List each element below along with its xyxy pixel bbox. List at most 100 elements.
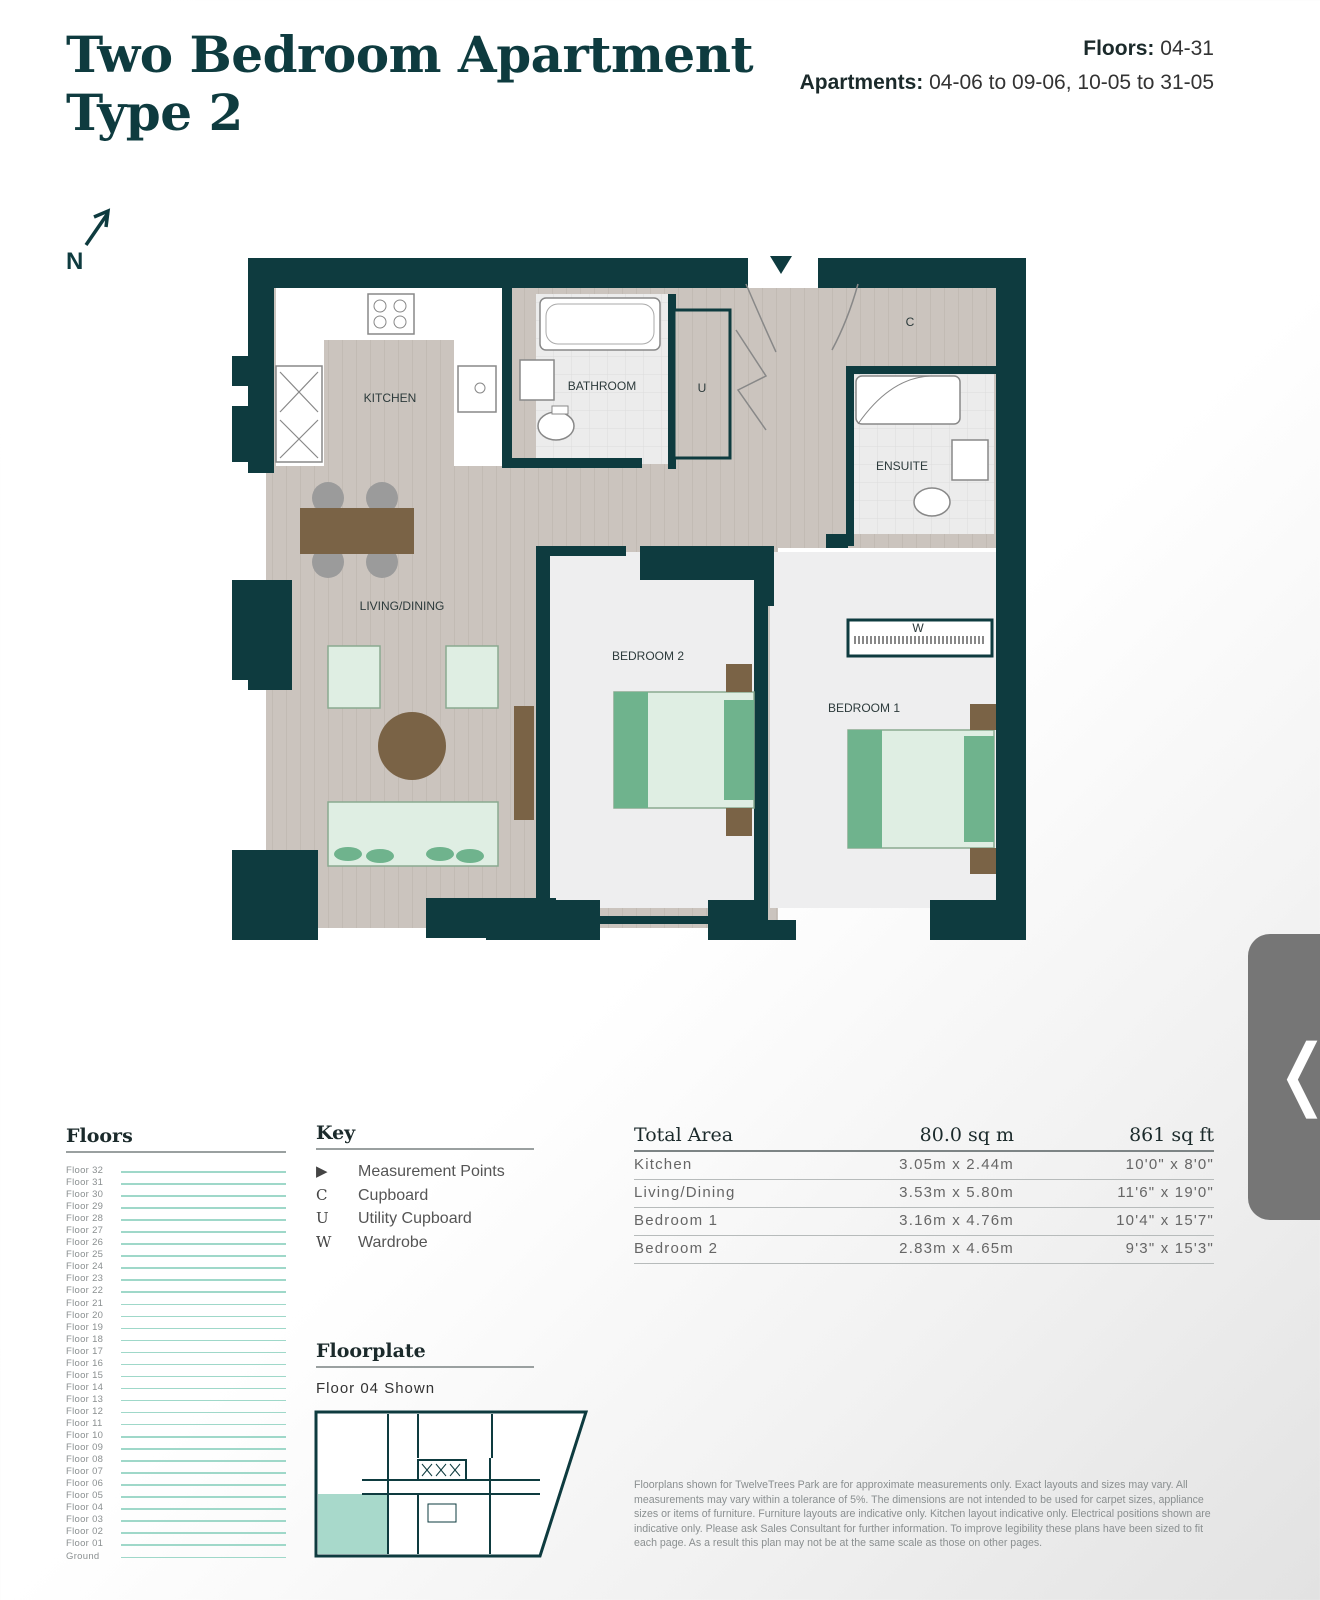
floor-row[interactable]: Floor 06 <box>66 1478 286 1490</box>
floor-label: Floor 27 <box>66 1225 104 1237</box>
floor-row[interactable]: Floor 22 <box>66 1285 286 1297</box>
collapse-panel-tab[interactable]: ❬ <box>1248 934 1320 1220</box>
floor-row[interactable]: Floor 28 <box>66 1213 286 1225</box>
floor-line <box>121 1411 286 1414</box>
floor-row[interactable]: Floor 30 <box>66 1189 286 1201</box>
wardrobe-label: W <box>912 621 924 635</box>
floor-row[interactable]: Floor 02 <box>66 1526 286 1538</box>
key-label: Wardrobe <box>358 1233 428 1251</box>
floor-label: Floor 28 <box>66 1213 104 1225</box>
walls <box>232 258 1026 940</box>
floor-line <box>121 1351 286 1354</box>
room-metric: 3.05m x 2.44m <box>899 1156 1014 1173</box>
floor-label: Ground <box>66 1550 100 1562</box>
area-row: Living/Dining 3.53m x 5.80m 11'6" x 19'0" <box>634 1180 1214 1208</box>
floor-label: Floor 06 <box>66 1478 104 1490</box>
floor-row[interactable]: Floor 09 <box>66 1442 286 1454</box>
north-arrow-icon: N <box>66 208 111 275</box>
floor-line <box>121 1387 286 1390</box>
floor-label: Floor 14 <box>66 1381 104 1393</box>
floor-row[interactable]: Floor 19 <box>66 1322 286 1334</box>
floor-row[interactable]: Floor 05 <box>66 1490 286 1502</box>
floor-label: Floor 21 <box>66 1297 104 1309</box>
floor-row[interactable]: Floor 26 <box>66 1237 286 1249</box>
kitchen-fittings <box>275 293 497 463</box>
floor-line <box>121 1423 286 1426</box>
floor-label: Floor 26 <box>66 1237 104 1249</box>
floor-line <box>121 1219 286 1221</box>
floor-row[interactable]: Floor 21 <box>66 1298 286 1310</box>
floor-row[interactable]: Floor 13 <box>66 1394 286 1406</box>
chevron-left-icon: ❬ <box>1270 1024 1320 1124</box>
floor-row[interactable]: Floor 29 <box>66 1201 286 1213</box>
floor-row[interactable]: Floor 04 <box>66 1502 286 1514</box>
floor-label: Floor 15 <box>66 1369 104 1381</box>
floor-label: Floor 10 <box>66 1430 104 1442</box>
room-metric: 3.53m x 5.80m <box>899 1184 1014 1201</box>
key-label: Measurement Points <box>358 1163 505 1180</box>
floor-line <box>121 1363 286 1366</box>
total-area-imperial: 861 sq ft <box>1129 1124 1214 1146</box>
floor-row[interactable]: Floor 01 <box>66 1538 286 1550</box>
room-imperial: 11'6" x 19'0" <box>1117 1184 1214 1201</box>
key-label: Utility Cupboard <box>358 1210 472 1227</box>
floor-row[interactable]: Floor 12 <box>66 1406 286 1418</box>
floor-line <box>121 1544 286 1546</box>
floor-row[interactable]: Ground <box>66 1551 286 1563</box>
floor-line <box>121 1375 286 1378</box>
floor-row[interactable]: Floor 32 <box>66 1165 286 1177</box>
living-set <box>327 645 534 867</box>
key-symbol: W <box>316 1232 332 1251</box>
floorplate-subtitle: Floor 04 Shown <box>316 1380 436 1397</box>
floor-row[interactable]: Floor 08 <box>66 1454 286 1466</box>
floor-label: Floor 02 <box>66 1526 104 1538</box>
room-name: Living/Dining <box>634 1184 736 1201</box>
floor-row[interactable]: Floor 25 <box>66 1249 286 1261</box>
floor-row[interactable]: Floor 23 <box>66 1273 286 1285</box>
floor-row[interactable]: Floor 11 <box>66 1418 286 1430</box>
bathroom-fittings <box>519 297 661 441</box>
floor-row[interactable]: Floor 07 <box>66 1466 286 1478</box>
ensuite-label: ENSUITE <box>876 459 928 473</box>
floor-line <box>121 1267 286 1269</box>
floor-line <box>121 1195 286 1197</box>
floor-line <box>121 1279 286 1281</box>
floor-label: Floor 08 <box>66 1454 104 1466</box>
floor-row[interactable]: Floor 27 <box>66 1225 286 1237</box>
floorplate-heading: Floorplate <box>316 1340 534 1368</box>
floor-row[interactable]: Floor 16 <box>66 1358 286 1370</box>
floor-label: Floor 05 <box>66 1490 104 1502</box>
floors-label: Floors: <box>1083 37 1155 60</box>
floor-label: Floor 18 <box>66 1333 104 1345</box>
floor-line <box>121 1436 286 1438</box>
floor-label: Floor 25 <box>66 1249 104 1261</box>
apartments-label: Apartments: <box>799 71 924 94</box>
floor-line <box>121 1508 286 1510</box>
key-heading: Key <box>316 1122 534 1150</box>
floor-row[interactable]: Floor 15 <box>66 1370 286 1382</box>
floor-row[interactable]: Floor 14 <box>66 1382 286 1394</box>
floor-line <box>121 1496 286 1498</box>
floor-label: Floor 29 <box>66 1201 104 1213</box>
floor-row[interactable]: Floor 03 <box>66 1514 286 1526</box>
floor-row[interactable]: Floor 17 <box>66 1346 286 1358</box>
floor-label: Floor 03 <box>66 1514 104 1526</box>
ensuite-fittings <box>855 375 989 517</box>
total-area-metric: 80.0 sq m <box>919 1124 1014 1146</box>
floor-line <box>121 1484 286 1486</box>
floor-row[interactable]: Floor 24 <box>66 1261 286 1273</box>
floor-row[interactable]: Floor 18 <box>66 1334 286 1346</box>
floor-row[interactable]: Floor 20 <box>66 1310 286 1322</box>
floor-label: Floor 13 <box>66 1393 104 1405</box>
floor-line <box>121 1231 286 1233</box>
apartment-meta: Floors: 04-31 Apartments: 04-06 to 09-06… <box>800 32 1214 100</box>
floor-line <box>121 1303 286 1306</box>
floor-label: Floor 20 <box>66 1309 104 1321</box>
bathroom-label: BATHROOM <box>568 379 636 393</box>
floor-row[interactable]: Floor 10 <box>66 1430 286 1442</box>
floor-row[interactable]: Floor 31 <box>66 1177 286 1189</box>
